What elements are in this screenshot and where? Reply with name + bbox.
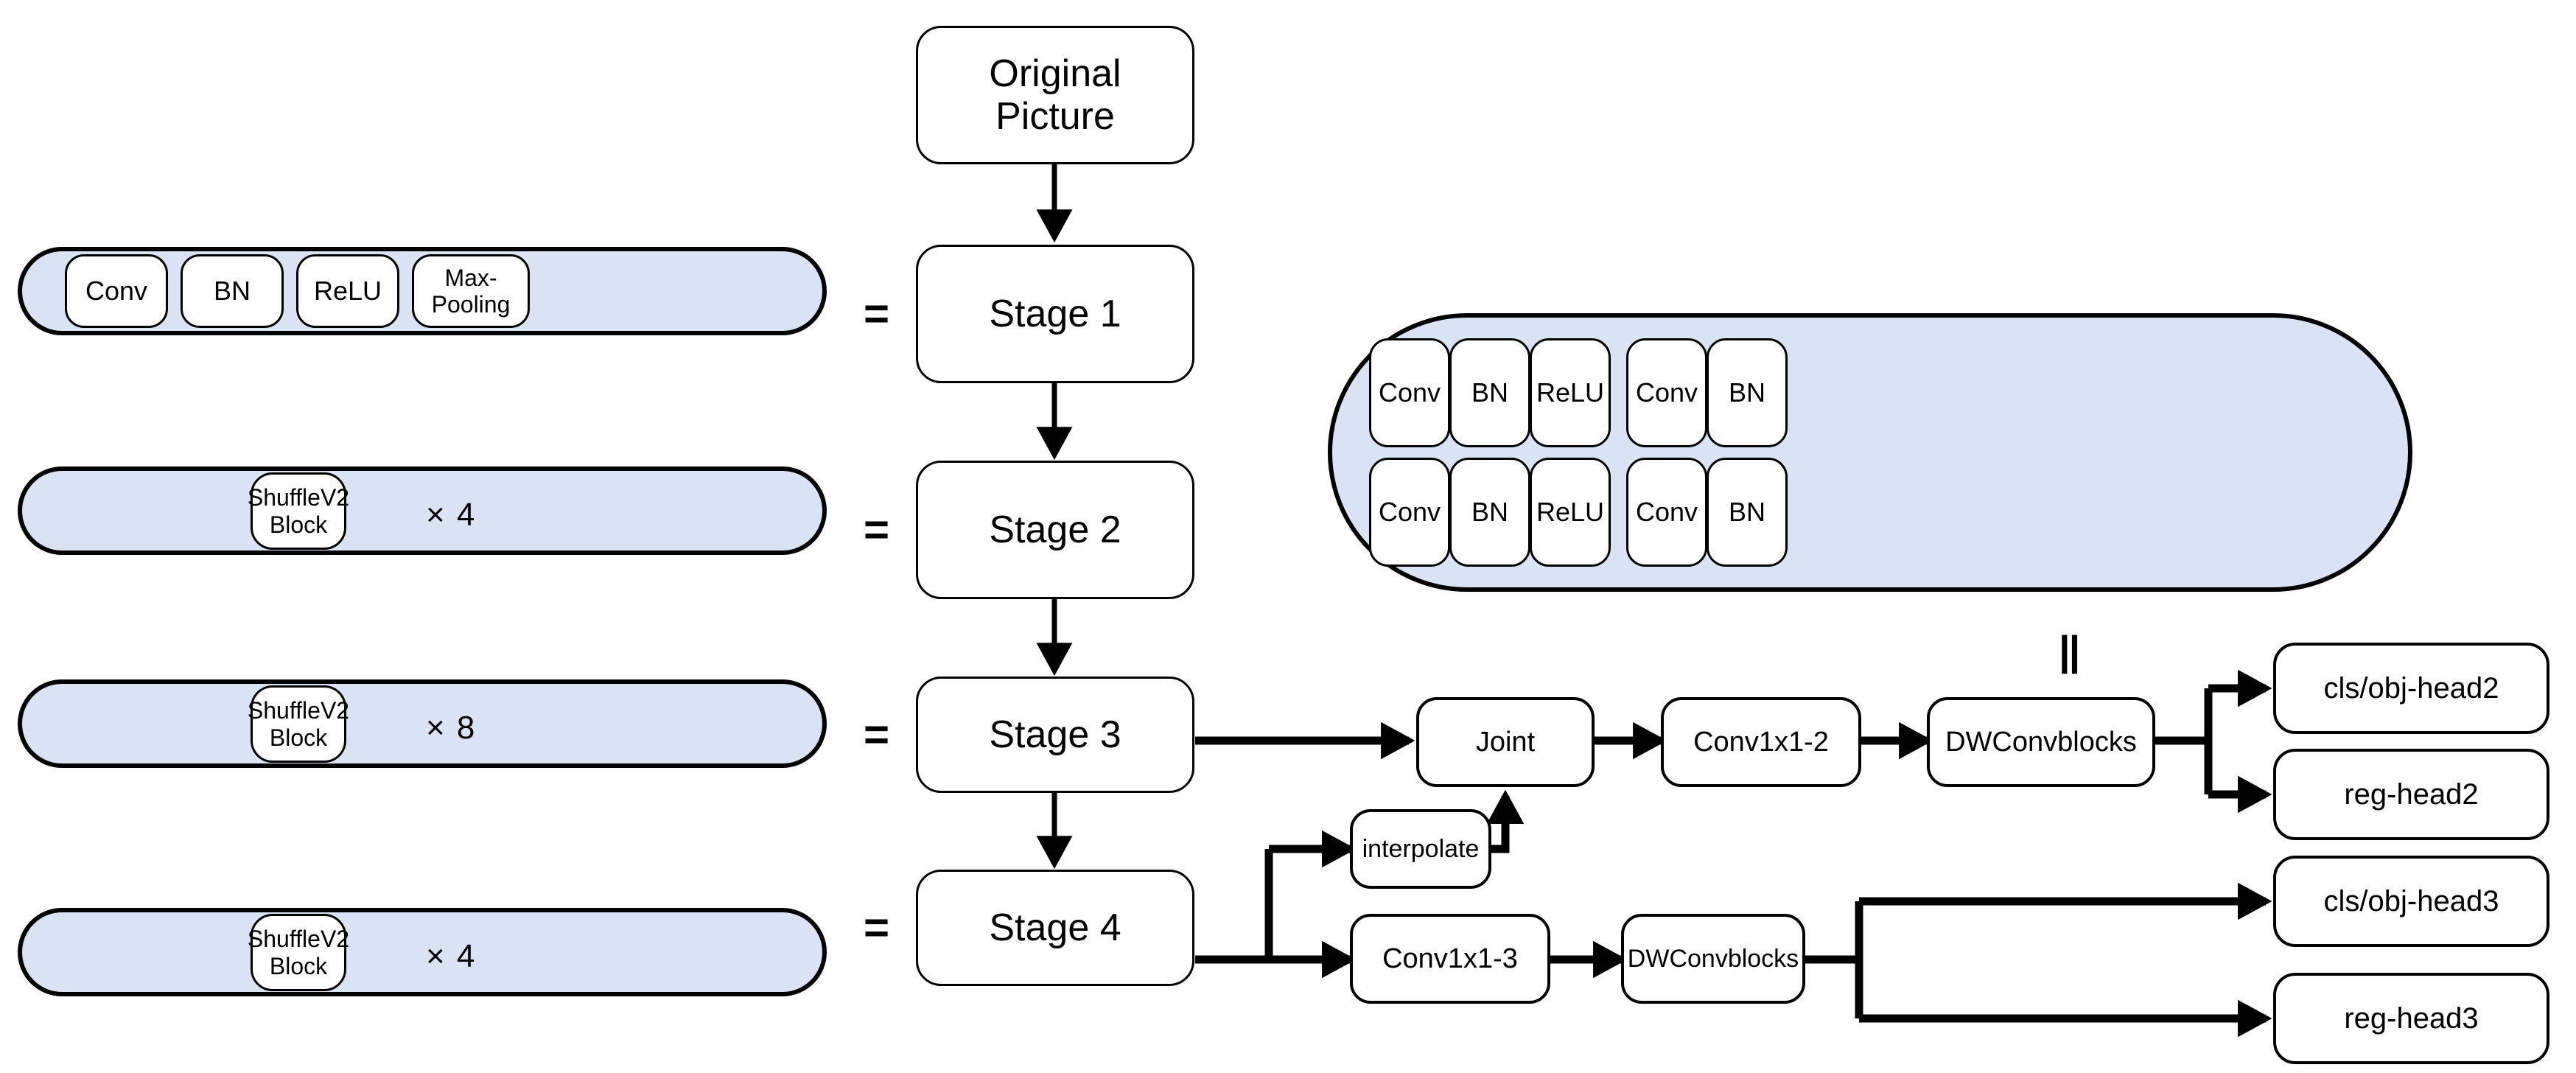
pill-stage4-shufflev2-block[interactable]: ShuffleV2 Block xyxy=(247,914,350,991)
shufflev2-row1-conv-a[interactable]: Conv xyxy=(1369,338,1450,447)
shufflev2-row1-bn-b[interactable]: BN xyxy=(1707,338,1788,447)
pill-stage2-shufflev2-block[interactable]: ShuffleV2 Block xyxy=(247,472,350,550)
node-original-picture-label: Original Picture xyxy=(989,52,1121,138)
shufflev2-row1-bn-a[interactable]: BN xyxy=(1449,338,1530,447)
pill-stage4-shufflev2-block-label: ShuffleV2 Block xyxy=(247,926,350,979)
edge-interpolate-to-joint xyxy=(1486,789,1525,853)
node-conv1x1-2[interactable]: Conv1x1-2 xyxy=(1661,697,1861,787)
node-stage-4[interactable]: Stage 4 xyxy=(916,870,1194,986)
pill-stage1-block-bn[interactable]: BN xyxy=(181,254,284,328)
equals-sign-stage4: = xyxy=(864,903,890,952)
pill-stage1-block-maxpooling-label: Max- Pooling xyxy=(431,264,511,318)
node-original-picture[interactable]: Original Picture xyxy=(916,26,1194,164)
node-dwconvblocks-top[interactable]: DWConvblocks xyxy=(1927,697,2155,787)
node-reg-head3[interactable]: reg-head3 xyxy=(2273,973,2549,1064)
shufflev2-row2-conv-b[interactable]: Conv xyxy=(1626,458,1707,567)
pill-stage1-block-relu[interactable]: ReLU xyxy=(296,254,399,328)
parallel-symbol: || xyxy=(2059,627,2080,674)
pill-stage3-definition xyxy=(18,679,827,768)
shufflev2-row1-conv-b[interactable]: Conv xyxy=(1626,338,1707,447)
equals-sign-stage3: = xyxy=(864,710,890,759)
pill-stage3-shufflev2-block[interactable]: ShuffleV2 Block xyxy=(247,685,350,763)
shufflev2-row2-conv-a[interactable]: Conv xyxy=(1369,458,1450,567)
pill-stage2-multiplier: × 4 xyxy=(426,497,477,533)
equals-sign-stage2: = xyxy=(864,505,890,554)
shufflev2-row2-bn-a[interactable]: BN xyxy=(1449,458,1530,567)
pill-stage2-shufflev2-block-label: ShuffleV2 Block xyxy=(247,484,350,538)
shufflev2-row2-relu[interactable]: ReLU xyxy=(1530,458,1611,567)
node-conv1x1-3[interactable]: Conv1x1-3 xyxy=(1350,914,1550,1004)
equals-sign-stage1: = xyxy=(864,289,890,338)
node-stage-1[interactable]: Stage 1 xyxy=(916,245,1194,383)
pill-stage1-block-maxpooling[interactable]: Max- Pooling xyxy=(412,254,530,328)
pill-stage3-shufflev2-block-label: ShuffleV2 Block xyxy=(247,697,350,751)
pill-stage1-block-conv[interactable]: Conv xyxy=(65,254,168,328)
node-cls-obj-head3[interactable]: cls/obj-head3 xyxy=(2273,856,2549,947)
node-joint[interactable]: Joint xyxy=(1416,697,1595,787)
shufflev2-row2-bn-b[interactable]: BN xyxy=(1707,458,1788,567)
pill-stage4-definition xyxy=(18,908,827,996)
pill-stage4-multiplier: × 4 xyxy=(426,938,477,974)
node-reg-head2[interactable]: reg-head2 xyxy=(2273,749,2549,840)
pill-stage2-definition xyxy=(18,466,827,555)
node-stage-2[interactable]: Stage 2 xyxy=(916,461,1194,599)
node-interpolate[interactable]: interpolate xyxy=(1350,809,1491,889)
node-cls-obj-head2[interactable]: cls/obj-head2 xyxy=(2273,643,2549,734)
shufflev2-row1-relu[interactable]: ReLU xyxy=(1530,338,1611,447)
pill-stage3-multiplier: × 8 xyxy=(426,710,477,746)
node-dwconvblocks-bottom[interactable]: DWConvblocks xyxy=(1621,914,1805,1004)
node-stage-3[interactable]: Stage 3 xyxy=(916,677,1194,793)
